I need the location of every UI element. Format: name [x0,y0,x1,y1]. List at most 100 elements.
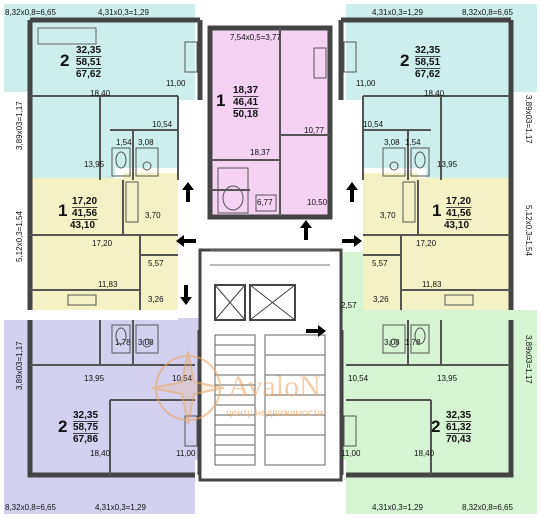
arrow-up-icon [346,182,358,202]
balcony-labels: 8,32х0,8=6,65 4,31х0,3=1,29 7,54х0,5=3,7… [5,8,533,512]
apartment-labels: 2 32,35 58,51 67,62 1 18,37 46,41 50,18 … [58,45,472,445]
room-area: 3,08 [138,338,154,347]
room-area: 3,08 [138,138,154,147]
arrow-right-icon [306,325,326,337]
balcony-label: 3,89х03=1,17 [524,335,533,384]
room-area: 5,57 [372,259,388,268]
room-area: 13,95 [84,374,105,383]
full-area: 67,86 [73,434,98,445]
room-area: 1,54 [405,138,421,147]
total-area: 46,41 [233,97,258,108]
arrow-down-icon [180,285,192,305]
room-area: 6,77 [257,198,273,207]
balcony-label: 8,32х0,8=6,65 [5,8,56,17]
watermark-brand: AvaloN [228,370,321,403]
full-area: 43,10 [444,220,469,231]
room-area: 10,54 [152,120,173,129]
full-area: 43,10 [70,220,95,231]
arrow-left-icon [176,235,196,247]
full-area: 67,62 [76,69,101,80]
full-area: 67,62 [415,69,440,80]
room-area: 3,08 [384,138,400,147]
full-area: 70,43 [446,434,471,445]
room-area: 3,70 [380,211,396,220]
balcony-label: 5,12х0,3=1,54 [524,205,533,256]
fixtures [67,41,474,447]
watermark: AvaloN центр недвижимости [151,351,323,425]
room-area: 3,26 [148,295,164,304]
balcony-label: 4,31х0,3=1,29 [372,503,423,512]
room-area: 3,08 [384,338,400,347]
total-area: 41,56 [446,208,471,219]
room-area: 11,00 [341,449,361,458]
room-count: 2 [400,51,409,70]
apartment-bottom-right[interactable] [338,252,537,514]
room-count: 2 [431,417,440,436]
room-area: 18,37 [250,148,271,157]
apartment-center[interactable] [210,28,330,217]
compass-logo [151,351,225,425]
room-area: 1,78 [115,338,131,347]
building-core [198,248,343,482]
living-area: 32,35 [446,410,471,421]
room-area: 5,57 [148,259,164,268]
room-area: 18,40 [90,449,111,458]
room-area: 17,20 [92,239,113,248]
living-area: 32,35 [76,45,101,56]
total-area: 61,32 [446,422,471,433]
living-area: 18,37 [233,85,258,96]
staircase [214,334,326,466]
inner-walls [30,27,511,475]
arrow-up-icon [182,182,194,202]
full-area: 50,18 [233,109,258,120]
room-area: 10,50 [307,198,328,207]
living-area: 17,20 [72,196,97,207]
total-area: 58,51 [415,57,440,68]
room-area: 13,95 [437,374,458,383]
room-count: 1 [432,201,441,220]
room-area: 13,95 [84,160,105,169]
apartment-top-left[interactable] [4,4,195,180]
entrance-arrows [176,182,362,337]
arrow-right-icon [342,235,362,247]
room-count: 2 [60,51,69,70]
living-area: 32,35 [73,410,98,421]
room-count: 1 [58,201,67,220]
total-area: 58,75 [73,422,98,433]
total-area: 58,51 [76,57,101,68]
apartment-fills [4,4,537,514]
apartment-top-right[interactable] [346,4,537,180]
room-area: 1,78 [405,338,421,347]
balcony-label: 3,89х03=1,17 [15,341,24,390]
room-area: 18,40 [90,89,111,98]
balcony-label: 7,54х0,5=3,77 [230,33,281,42]
balcony-label: 8,32х0,8=6,65 [5,503,56,512]
balcony-label: 3,89х03=1,17 [15,101,24,150]
balcony-label: 4,31х0,3=1,29 [372,8,423,17]
room-area: 10,54 [363,120,384,129]
apartment-bottom-left[interactable] [4,318,200,514]
room-area: 2,57 [341,301,357,310]
balcony-label: 3,89х03=1,17 [524,95,533,144]
room-area: 11,00 [176,449,196,458]
balcony-label: 4,31х0,3=1,29 [95,503,146,512]
living-area: 17,20 [446,196,471,207]
room-count: 1 [216,91,225,110]
room-area: 11,83 [422,280,442,289]
room-area: 1,54 [116,138,132,147]
room-area-labels: 11,00 18,40 10,54 1,54 3,08 13,95 10,77 … [84,79,458,458]
balcony-label: 4,31х0,3=1,29 [98,8,149,17]
room-area: 11,83 [98,280,118,289]
room-count: 2 [58,417,67,436]
balcony-label: 8,32х0,8=6,65 [462,8,513,17]
balcony-label: 5,12х0,3=1,54 [15,211,24,262]
room-area: 3,70 [145,211,161,220]
room-area: 17,20 [416,239,437,248]
room-area: 10,77 [304,126,325,135]
balcony-label: 8,32х0,8=6,65 [462,503,513,512]
watermark-subtitle: центр недвижимости [226,408,323,419]
room-area: 18,40 [424,89,445,98]
living-area: 32,35 [415,45,440,56]
room-area: 11,00 [356,79,376,88]
